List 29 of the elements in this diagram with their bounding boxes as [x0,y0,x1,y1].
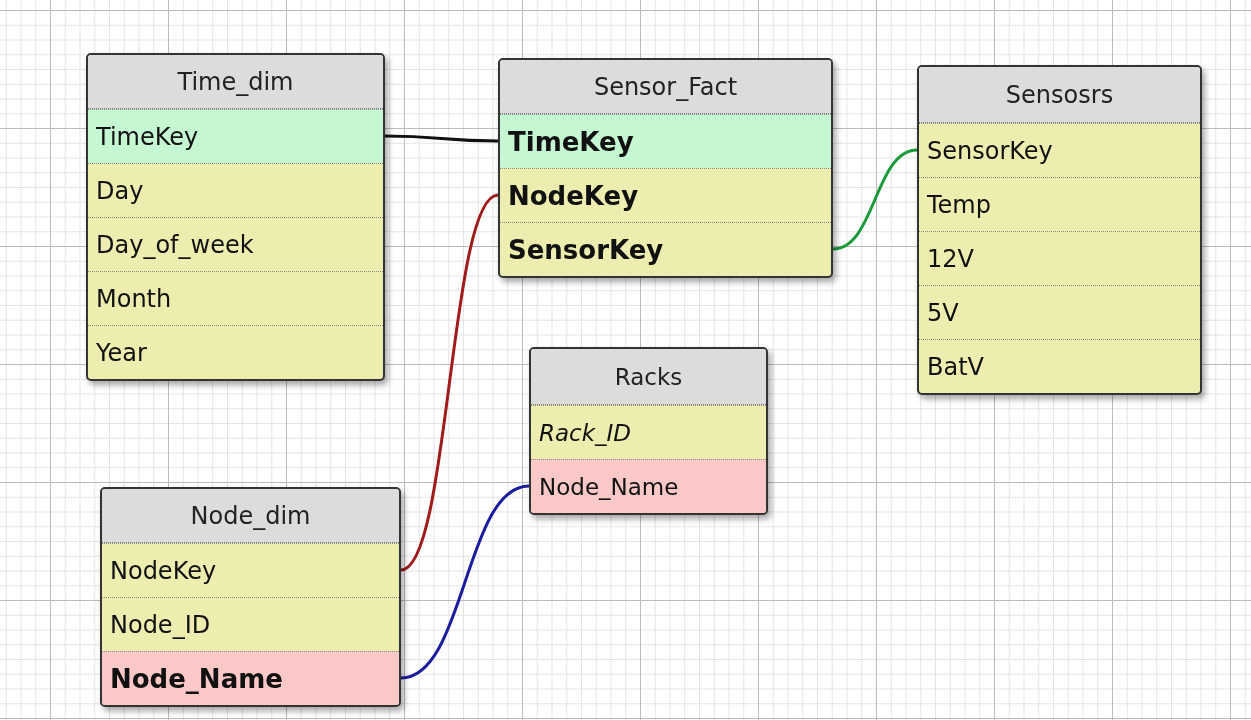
table-title: Sensosrs [919,67,1200,123]
table-card [86,53,385,381]
table-card [498,58,833,278]
table-row: Node_Name [531,459,766,513]
table-row: Year [88,325,383,379]
table-card [917,65,1202,395]
table-row: NodeKey [102,543,399,597]
table-card [100,487,401,707]
table-row: TimeKey [88,109,383,163]
table-title: Sensor_Fact [500,60,831,114]
table-card [529,347,768,515]
table-row: NodeKey [500,168,831,222]
connector-line [832,148,918,251]
table-row: TimeKey [500,114,831,168]
table-title: Time_dim [88,55,383,109]
table-title: Racks [531,349,766,405]
table-row: Temp [919,177,1200,231]
table-row: SensorKey [919,123,1200,177]
table-row: BatV [919,339,1200,393]
table-row: Day_of_week [88,217,383,271]
connector-line [400,193,499,572]
table-row: Day [88,163,383,217]
table-row: SensorKey [500,222,831,276]
table-title: Node_dim [102,489,399,543]
table-row: 5V [919,285,1200,339]
connector-line [385,134,498,143]
table-row: 12V [919,231,1200,285]
table-row: Month [88,271,383,325]
table-row: Node_Name [102,651,399,705]
